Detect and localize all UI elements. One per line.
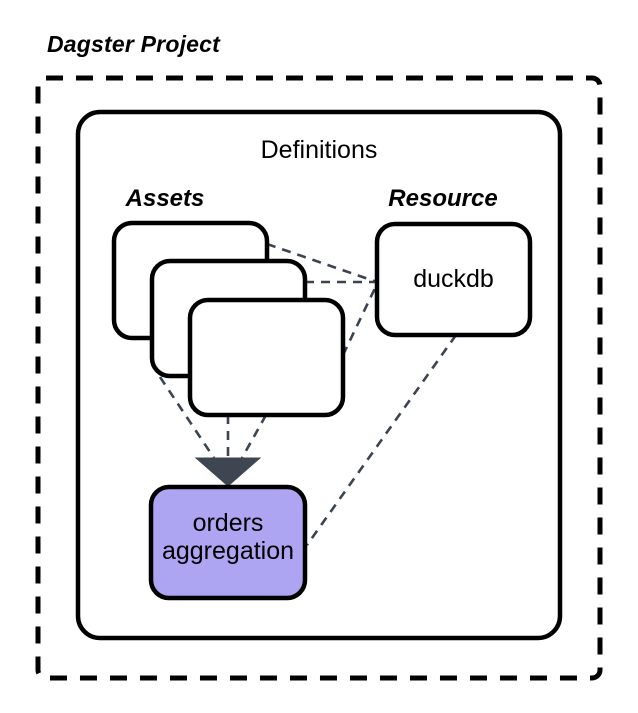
orders-label-line1: orders xyxy=(192,509,264,537)
edge-asset3-duckdb xyxy=(341,283,379,356)
arrowhead-icon xyxy=(194,457,262,487)
edges-assets-to-orders xyxy=(158,376,268,459)
edge-asset1-duckdb xyxy=(266,242,378,284)
edge-asset1-orders xyxy=(158,376,216,459)
resource-group-label: Resource xyxy=(388,185,498,212)
duckdb-node[interactable] xyxy=(374,221,533,338)
duckdb-node-label: duckdb xyxy=(413,265,494,293)
orders-label-line2: aggregation xyxy=(161,537,295,565)
dagster-project-title: Dagster Project xyxy=(47,31,221,57)
edge-duckdb-orders xyxy=(305,334,458,546)
orders-aggregation-node[interactable] xyxy=(148,484,308,601)
edge-asset3-orders xyxy=(240,414,268,459)
edges-assets-to-duckdb xyxy=(266,242,379,356)
asset-card-3[interactable] xyxy=(187,297,346,418)
orders-aggregation-node-label: orders aggregation xyxy=(151,509,305,565)
assets-group-label: Assets xyxy=(125,185,205,212)
dagster-project-container xyxy=(35,75,603,681)
definitions-title: Definitions xyxy=(260,136,378,164)
